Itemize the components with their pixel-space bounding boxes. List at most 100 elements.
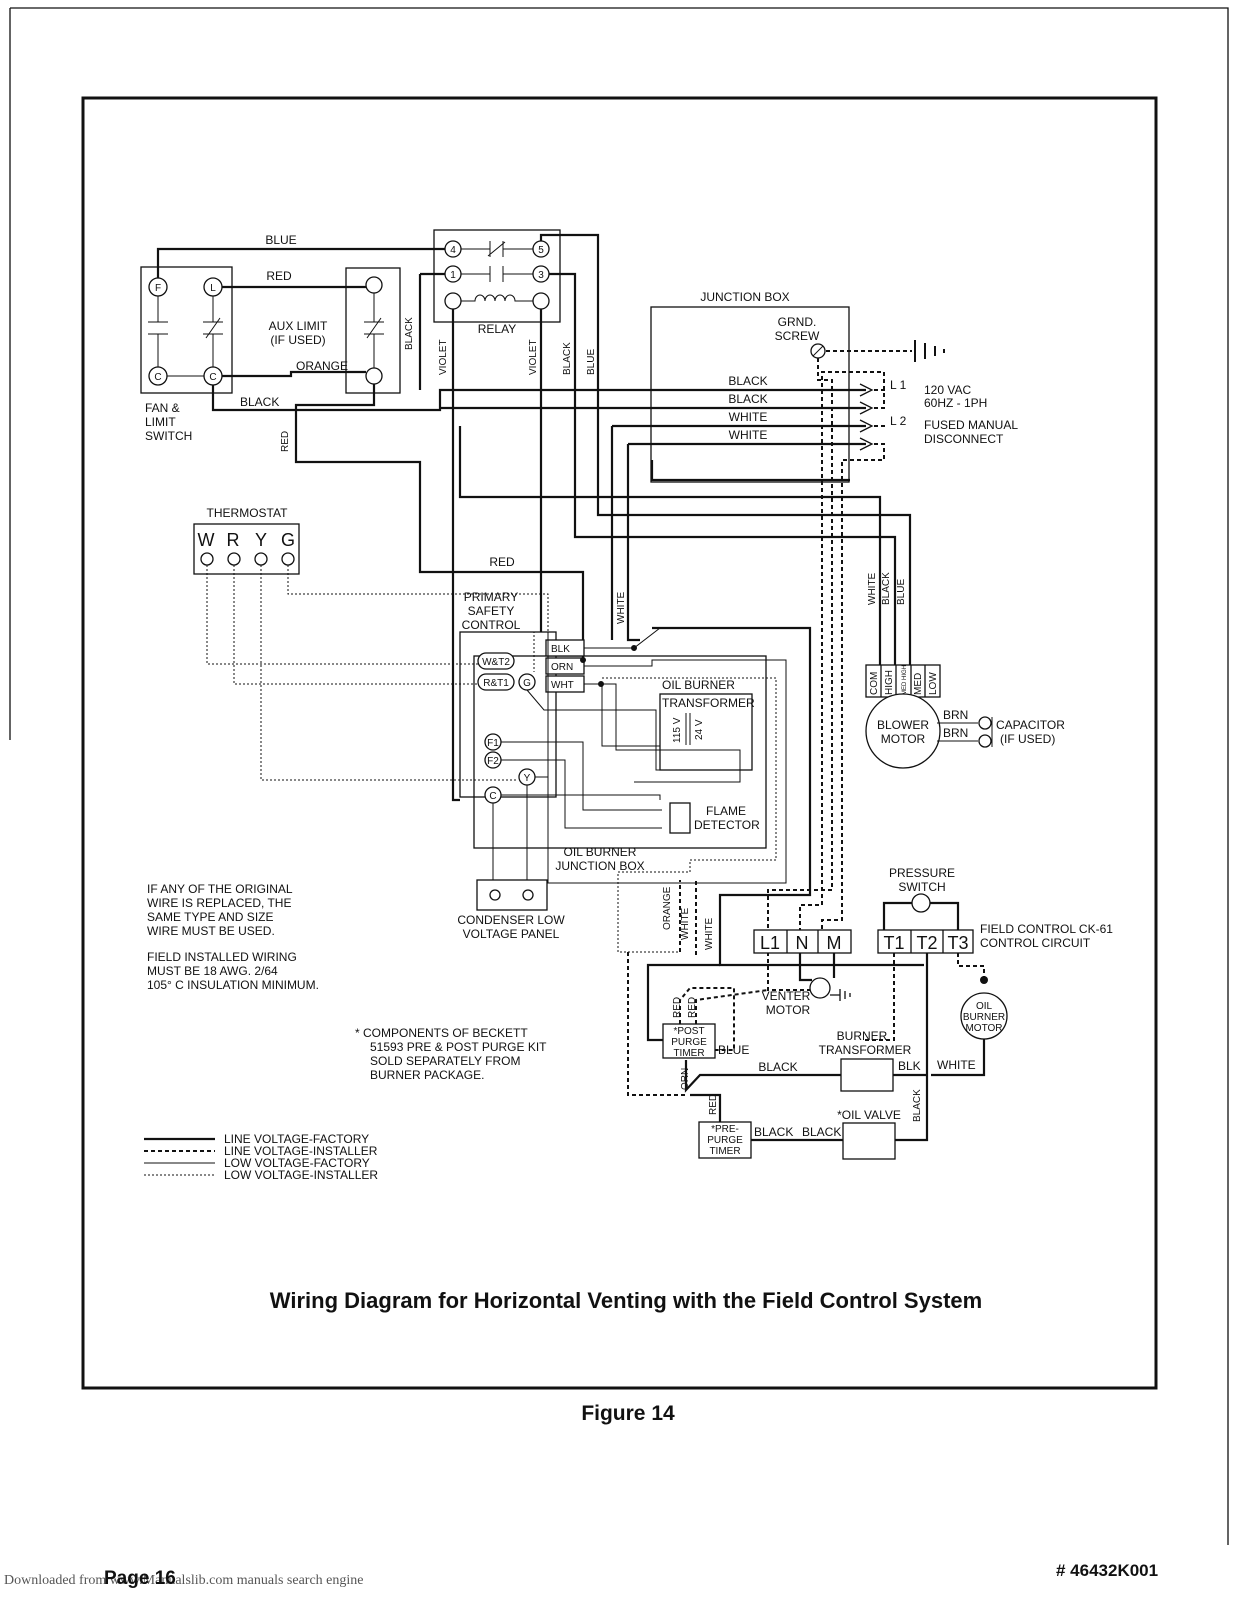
svg-text:L 1: L 1 [890, 378, 907, 392]
oil-burner-motor: OIL BURNER MOTOR [931, 953, 1008, 1077]
burner-transformer: BURNER TRANSFORMER BLK WHITE BLACK [758, 1029, 976, 1092]
pre-purge-timer: *PRE- PURGE TIMER RED BLACK BLACK [698, 1094, 841, 1159]
svg-text:SWITCH: SWITCH [898, 880, 945, 894]
svg-text:120 VAC: 120 VAC [924, 383, 971, 397]
document-number: # 46432K001 [1056, 1561, 1159, 1580]
svg-text:TIMER: TIMER [673, 1048, 704, 1059]
svg-text:LOW VOLTAGE-FACTORY: LOW VOLTAGE-FACTORY [224, 1156, 370, 1170]
svg-text:WIRE IS REPLACED, THE: WIRE IS REPLACED, THE [147, 896, 291, 910]
svg-text:BLACK: BLACK [912, 1089, 923, 1122]
svg-text:(IF USED): (IF USED) [270, 333, 325, 347]
svg-text:TIMER: TIMER [709, 1146, 740, 1157]
svg-text:C: C [489, 791, 496, 802]
svg-text:RED: RED [266, 269, 292, 283]
svg-text:OIL BURNER: OIL BURNER [662, 678, 735, 692]
flame-detector: FLAME DETECTOR [669, 802, 760, 834]
svg-text:L: L [210, 283, 216, 294]
control-internal-wires [492, 627, 787, 953]
svg-text:BLACK: BLACK [881, 572, 892, 605]
svg-text:WHITE: WHITE [937, 1058, 976, 1072]
svg-text:SAFETY: SAFETY [468, 604, 515, 618]
svg-text:BRN: BRN [943, 726, 968, 740]
svg-text:PURGE: PURGE [707, 1135, 743, 1146]
svg-text:WHITE: WHITE [616, 591, 627, 624]
svg-text:F1: F1 [487, 738, 499, 749]
capacitor: CAPACITOR (IF USED) [978, 716, 1065, 748]
svg-text:T1: T1 [883, 933, 904, 953]
svg-text:*PRE-: *PRE- [711, 1124, 739, 1135]
svg-text:RED: RED [687, 997, 698, 1018]
figure-label: Figure 14 [581, 1402, 675, 1425]
svg-text:MOTOR: MOTOR [766, 1003, 811, 1017]
svg-text:WIRE MUST BE USED.: WIRE MUST BE USED. [147, 924, 275, 938]
svg-text:COM: COM [869, 672, 880, 695]
svg-text:R&T1: R&T1 [483, 678, 509, 689]
svg-text:VOLTAGE PANEL: VOLTAGE PANEL [463, 927, 560, 941]
svg-text:ORANGE: ORANGE [296, 359, 348, 373]
svg-text:FLAME: FLAME [706, 804, 746, 818]
svg-text:JUNCTION BOX: JUNCTION BOX [700, 290, 789, 304]
svg-text:G: G [281, 530, 295, 550]
svg-text:CONTROL CIRCUIT: CONTROL CIRCUIT [980, 936, 1091, 950]
svg-text:SWITCH: SWITCH [145, 429, 192, 443]
svg-text:51593 PRE & POST PURGE KIT: 51593 PRE & POST PURGE KIT [370, 1040, 547, 1054]
svg-text:L1: L1 [760, 933, 780, 953]
svg-text:MED HIGH: MED HIGH [902, 665, 908, 695]
junction-box: JUNCTION BOX GRND. SCREW [650, 290, 850, 483]
svg-text:W&T2: W&T2 [482, 657, 510, 668]
field-control: L1 N M T1 T2 T3 FIELD CONTROL CK-61 CONT… [753, 922, 1113, 954]
svg-text:RELAY: RELAY [478, 322, 516, 336]
diagram-frame [81, 96, 1158, 1390]
svg-text:L 2: L 2 [890, 414, 907, 428]
svg-text:RED: RED [672, 997, 683, 1018]
svg-text:T2: T2 [916, 933, 937, 953]
svg-text:CAPACITOR: CAPACITOR [996, 718, 1065, 732]
line-voltage-wires [156, 233, 924, 967]
svg-text:GRND.: GRND. [778, 315, 817, 329]
svg-text:VENTER: VENTER [762, 989, 811, 1003]
svg-text:LOW: LOW [928, 672, 939, 695]
thermostat-wires [206, 565, 549, 781]
legend: LINE VOLTAGE-FACTORY LINE VOLTAGE-INSTAL… [144, 1132, 378, 1182]
svg-text:BLACK: BLACK [758, 1060, 797, 1074]
svg-text:G: G [523, 678, 531, 689]
svg-text:BLACK: BLACK [728, 392, 767, 406]
svg-text:CONDENSER LOW: CONDENSER LOW [457, 913, 565, 927]
oil-valve: *OIL VALVE BLACK [837, 1089, 923, 1160]
svg-text:MOTOR: MOTOR [965, 1023, 1002, 1034]
svg-text:C: C [209, 372, 216, 383]
svg-text:BURNER PACKAGE.: BURNER PACKAGE. [370, 1068, 484, 1082]
svg-text:BLUE: BLUE [718, 1043, 749, 1057]
svg-text:RED: RED [280, 431, 291, 452]
primary-safety-control: PRIMARY SAFETY CONTROL BLK ORN WHT W&T2 … [459, 590, 767, 849]
svg-text:4: 4 [450, 245, 456, 256]
venter-motor: VENTER MOTOR [762, 953, 851, 1017]
svg-text:BLACK: BLACK [240, 395, 279, 409]
svg-text:BURNER: BURNER [963, 1012, 1005, 1023]
svg-text:T3: T3 [947, 933, 968, 953]
svg-text:DETECTOR: DETECTOR [694, 818, 760, 832]
svg-text:ORANGE: ORANGE [662, 886, 673, 930]
svg-text:OIL BURNER: OIL BURNER [564, 845, 637, 859]
svg-text:* COMPONENTS OF BECKETT: * COMPONENTS OF BECKETT [355, 1026, 528, 1040]
svg-text:WHITE: WHITE [704, 917, 715, 950]
svg-text:WHITE: WHITE [680, 907, 691, 940]
page-number: Page 16 [104, 1568, 176, 1589]
svg-text:MUST BE 18 AWG. 2/64: MUST BE 18 AWG. 2/64 [147, 964, 278, 978]
ground-icon [826, 340, 945, 362]
fan-limit-switch: F L C C FAN & LIMIT SWITCH [140, 266, 233, 443]
svg-text:DISCONNECT: DISCONNECT [924, 432, 1004, 446]
svg-text:WHITE: WHITE [729, 410, 768, 424]
svg-text:TRANSFORMER: TRANSFORMER [819, 1043, 912, 1057]
svg-text:HIGH: HIGH [884, 670, 895, 695]
svg-text:SCREW: SCREW [775, 329, 820, 343]
download-notice[interactable]: Downloaded from www.Manualslib.com manua… [4, 1573, 364, 1588]
svg-text:105° C INSULATION MINIMUM.: 105° C INSULATION MINIMUM. [147, 978, 319, 992]
svg-text:FIELD CONTROL CK-61: FIELD CONTROL CK-61 [980, 922, 1113, 936]
svg-text:MOTOR: MOTOR [881, 732, 926, 746]
svg-text:IF ANY OF THE ORIGINAL: IF ANY OF THE ORIGINAL [147, 882, 293, 896]
svg-text:LOW VOLTAGE-INSTALLER: LOW VOLTAGE-INSTALLER [224, 1168, 378, 1182]
svg-text:CONTROL: CONTROL [462, 618, 521, 632]
svg-text:RED: RED [489, 555, 515, 569]
